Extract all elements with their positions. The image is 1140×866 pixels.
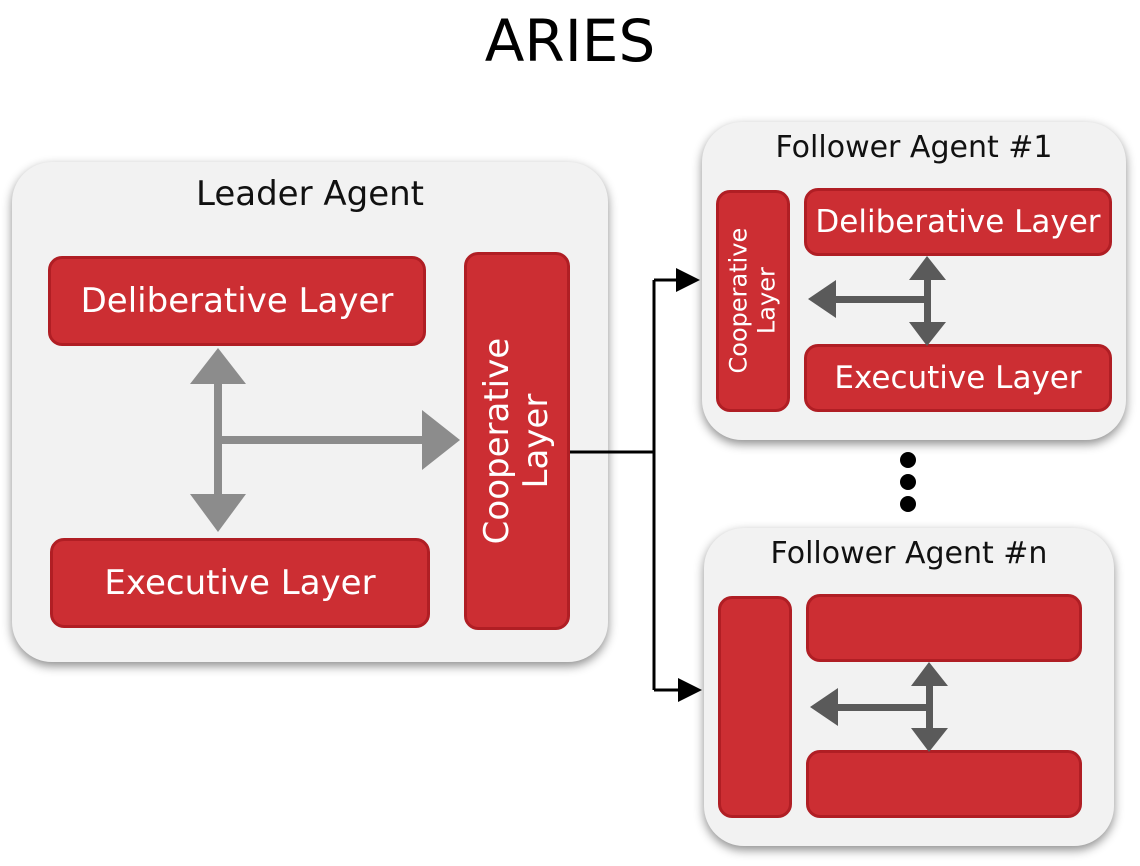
follower-agent-1-label: Follower Agent #1: [775, 130, 1053, 165]
followerN-vertical-double-arrow: [911, 662, 948, 752]
follower1-executive-label: Executive Layer: [834, 360, 1082, 396]
connector-arrowhead-follower-1: [676, 268, 700, 292]
leader-deliberative-label: Deliberative Layer: [80, 281, 394, 321]
leader-deliberative-layer: Deliberative Layer: [48, 256, 426, 346]
leader-cooperative-layer: Cooperative Layer: [464, 252, 570, 630]
leader-to-followers-connector: [570, 278, 682, 692]
diagram-title: ARIES: [484, 7, 656, 75]
leader-agent-label: Leader Agent: [195, 174, 425, 214]
followerN-horizontal-arrow: [810, 688, 928, 726]
followerN-deliberative-layer: [806, 594, 1082, 662]
follower-agent-n-label: Follower Agent #n: [770, 536, 1048, 571]
ellipsis-dots: [900, 452, 916, 512]
follower1-horizontal-arrow: [808, 280, 926, 318]
follower1-vertical-double-arrow: [909, 256, 946, 346]
follower1-deliberative-label: Deliberative Layer: [815, 204, 1101, 240]
leader-executive-label: Executive Layer: [104, 563, 376, 603]
leader-executive-layer: Executive Layer: [50, 538, 430, 628]
follower1-cooperative-layer: Cooperative Layer: [716, 190, 790, 412]
followerN-cooperative-layer: [718, 596, 792, 818]
leader-horizontal-arrow: [218, 410, 460, 470]
connector-arrowhead-follower-n: [678, 678, 702, 702]
followerN-executive-layer: [806, 750, 1082, 818]
follower1-deliberative-layer: Deliberative Layer: [804, 188, 1112, 256]
follower1-executive-layer: Executive Layer: [804, 344, 1112, 412]
